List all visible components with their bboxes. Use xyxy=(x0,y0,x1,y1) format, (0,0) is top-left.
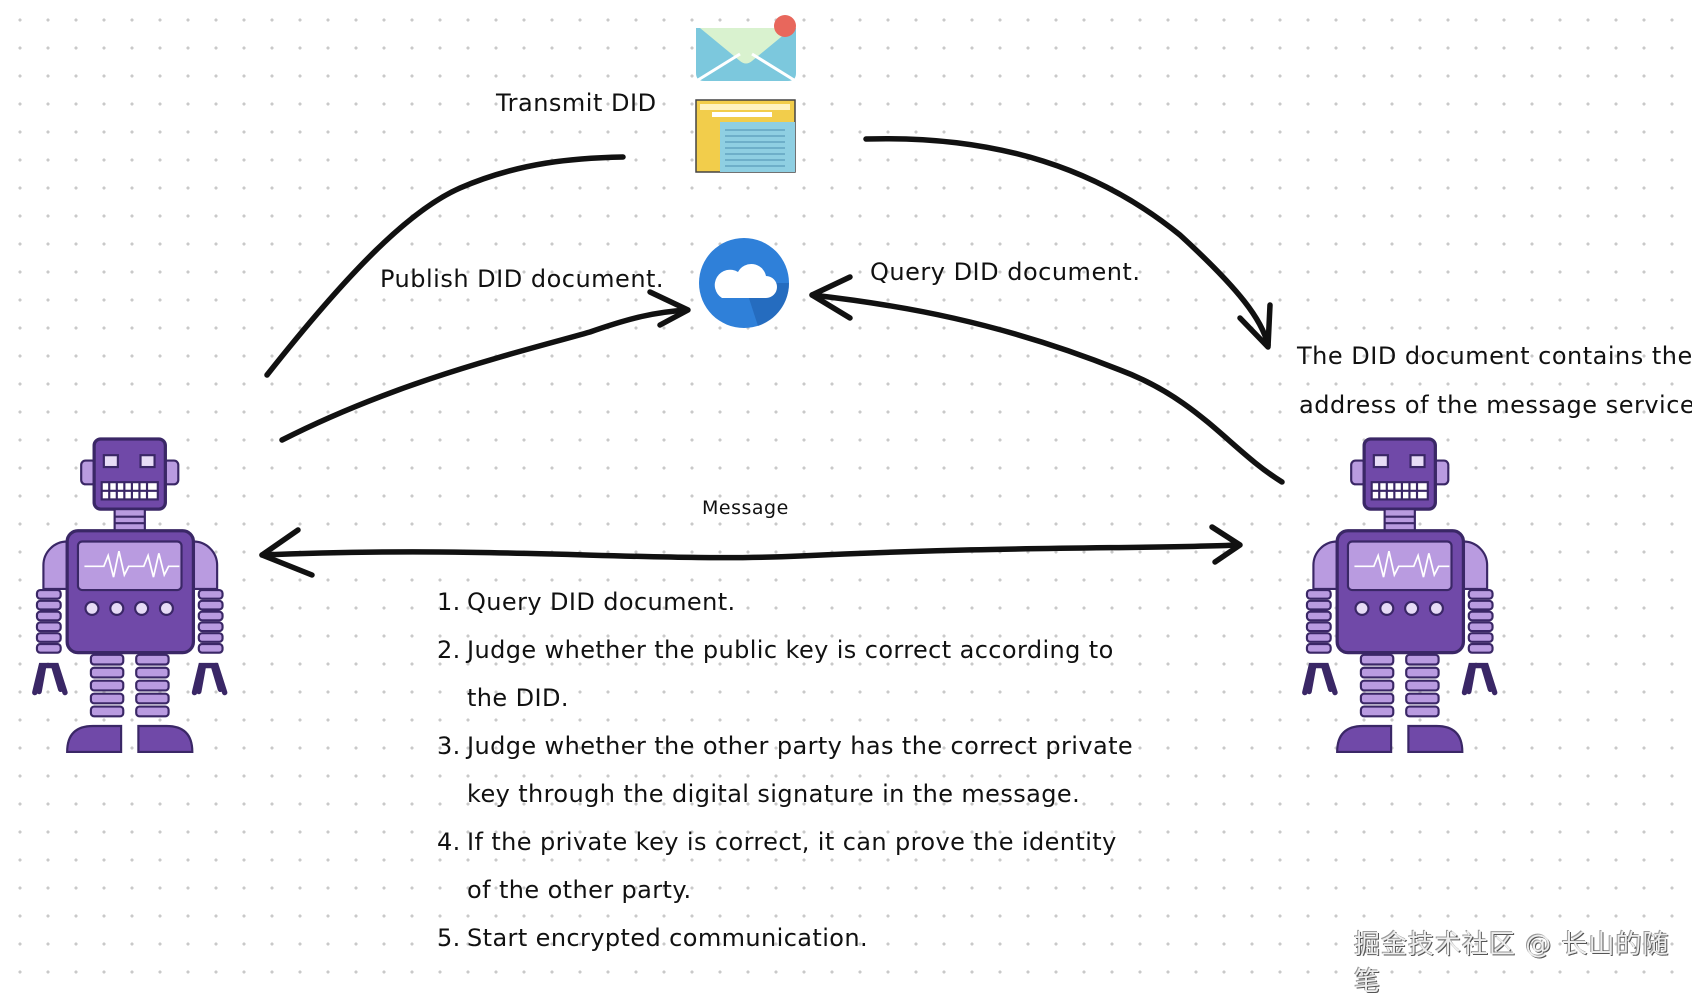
did-contains-line1: The DID document contains the xyxy=(1297,342,1692,370)
publish-arrowhead xyxy=(647,289,691,328)
query-did-label: Query DID document. xyxy=(870,258,1141,286)
message-label: Message xyxy=(702,497,789,519)
steps-list: 1.Query DID document. 2.Judge whether th… xyxy=(437,578,1133,962)
transmit-did-label: Transmit DID xyxy=(496,89,657,117)
transmit-arrow-left xyxy=(264,154,626,378)
step-item: 4.If the private key is correct, it can … xyxy=(437,828,1117,904)
robot-right xyxy=(1305,439,1495,752)
envelope-icon xyxy=(696,15,796,82)
publish-did-label: Publish DID document. xyxy=(380,265,665,293)
message-arrowhead-left xyxy=(259,527,315,578)
message-arrowhead-right xyxy=(1209,524,1243,565)
step-item: 1.Query DID document. xyxy=(437,588,736,616)
watermark: 掘金技术社区 @ 长山的随笔 xyxy=(1354,930,1670,997)
publish-arrow xyxy=(279,307,690,443)
query-arrowhead xyxy=(809,274,853,321)
cloud-icon xyxy=(699,238,790,328)
message-arrow xyxy=(259,542,1241,561)
did-contains-line2: address of the message service. xyxy=(1299,391,1692,419)
step-item: 2.Judge whether the public key is correc… xyxy=(437,636,1114,712)
query-arrow xyxy=(809,292,1285,485)
transmit-arrowhead xyxy=(1237,302,1273,350)
robot-left xyxy=(35,439,225,752)
step-item: 5.Start encrypted communication. xyxy=(437,924,869,952)
transmit-arrow-right xyxy=(863,135,1271,348)
email-client-screenshot xyxy=(695,99,796,173)
step-item: 3.Judge whether the other party has the … xyxy=(437,732,1134,808)
